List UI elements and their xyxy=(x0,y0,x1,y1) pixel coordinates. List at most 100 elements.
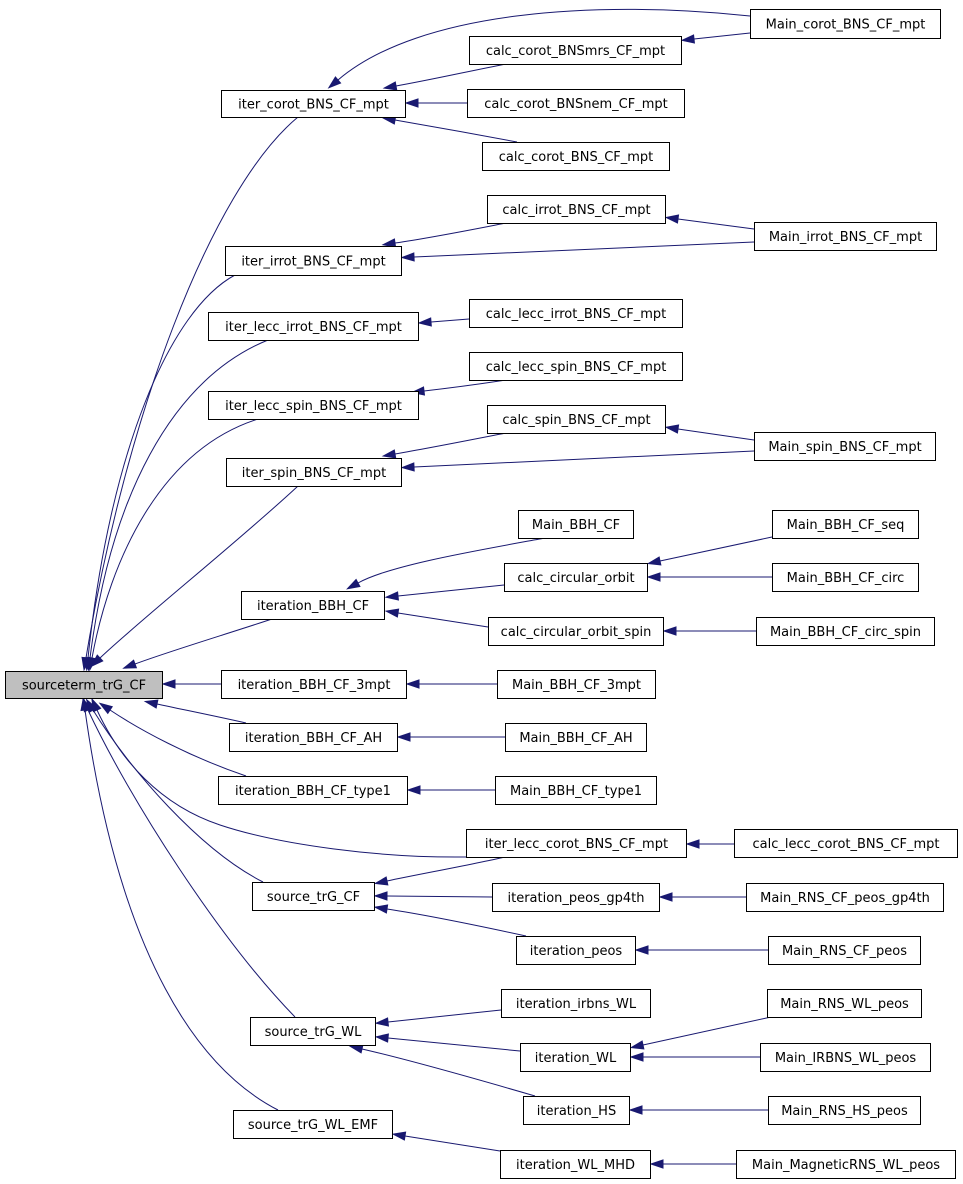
arrowhead xyxy=(417,317,432,327)
node-iteration-peos[interactable]: iteration_peos xyxy=(516,936,636,965)
node-calc-lecc-irrot-bns-cf-mpt[interactable]: calc_lecc_irrot_BNS_CF_mpt xyxy=(469,299,683,328)
node-main-bbh-cf-3mpt[interactable]: Main_BBH_CF_3mpt xyxy=(497,670,656,699)
edge-calc-corot-bnsnem-cf-mpt-to-iter-corot-bns-cf-mpt xyxy=(404,98,467,108)
node-sourceterm-trg-cf[interactable]: sourceterm_trG_CF xyxy=(5,671,163,699)
arrowhead xyxy=(685,839,700,849)
node-calc-lecc-spin-bns-cf-mpt[interactable]: calc_lecc_spin_BNS_CF_mpt xyxy=(469,352,683,381)
edge-line xyxy=(394,222,507,244)
node-iter-corot-bns-cf-mpt[interactable]: iter_corot_BNS_CF_mpt xyxy=(221,90,406,118)
node-main-rns-hs-peos[interactable]: Main_RNS_HS_peos xyxy=(768,1096,921,1125)
node-iteration-bbh-cf-type1[interactable]: iteration_BBH_CF_type1 xyxy=(218,776,408,805)
node-label: calc_circular_orbit xyxy=(517,571,634,586)
edge-calc-circular-orbit-spin-to-iteration-bbh-cf xyxy=(384,608,489,628)
edge-main-rns-hs-peos-to-iteration-hs xyxy=(628,1105,768,1115)
node-iteration-bbh-cf-3mpt[interactable]: iteration_BBH_CF_3mpt xyxy=(221,670,407,699)
node-main-bbh-cf[interactable]: Main_BBH_CF xyxy=(518,510,634,539)
node-label: calc_circular_orbit_spin xyxy=(501,625,652,640)
node-label: iter_corot_BNS_CF_mpt xyxy=(238,98,389,113)
node-calc-corot-bnsmrs-cf-mpt[interactable]: calc_corot_BNSmrs_CF_mpt xyxy=(469,36,682,65)
node-iter-lecc-spin-bns-cf-mpt[interactable]: iter_lecc_spin_BNS_CF_mpt xyxy=(208,391,419,420)
node-iter-lecc-corot-bns-cf-mpt[interactable]: iter_lecc_corot_BNS_CF_mpt xyxy=(466,829,687,858)
node-main-irrot-bns-cf-mpt[interactable]: Main_irrot_BNS_CF_mpt xyxy=(754,222,937,251)
edge-calc-lecc-spin-bns-cf-mpt-to-iter-lecc-spin-bns-cf-mpt xyxy=(410,379,507,396)
node-main-rns-cf-peos-gp4th[interactable]: Main_RNS_CF_peos_gp4th xyxy=(746,883,944,912)
node-iteration-irbns-wl[interactable]: iteration_irbns_WL xyxy=(501,989,651,1018)
node-main-rns-cf-peos[interactable]: Main_RNS_CF_peos xyxy=(768,936,921,965)
node-box xyxy=(497,670,656,699)
node-main-corot-bns-cf-mpt[interactable]: Main_corot_BNS_CF_mpt xyxy=(750,9,941,39)
edge-main-bbh-cf-3mpt-to-iteration-bbh-cf-3mpt xyxy=(405,679,497,689)
edge-main-corot-bns-cf-mpt-to-calc-corot-bnsmrs-cf-mpt xyxy=(680,32,751,44)
node-iteration-peos-gp4th[interactable]: iteration_peos_gp4th xyxy=(492,883,660,912)
node-main-bbh-cf-circ-spin[interactable]: Main_BBH_CF_circ_spin xyxy=(756,617,935,646)
node-iter-irrot-bns-cf-mpt[interactable]: iter_irrot_BNS_CF_mpt xyxy=(225,246,402,276)
arrowhead xyxy=(374,1033,389,1043)
edge-line xyxy=(394,119,518,143)
node-box xyxy=(772,510,919,539)
node-label: iteration_BBH_CF_type1 xyxy=(235,784,391,799)
node-iter-spin-bns-cf-mpt[interactable]: iter_spin_BNS_CF_mpt xyxy=(226,458,402,487)
arrowhead xyxy=(646,556,662,566)
node-source-trg-wl[interactable]: source_trG_WL xyxy=(250,1017,376,1046)
node-box xyxy=(469,36,682,65)
node-label: Main_BBH_CF_type1 xyxy=(510,784,642,799)
node-box xyxy=(233,1110,393,1139)
node-iteration-wl-mhd[interactable]: iteration_WL_MHD xyxy=(500,1150,651,1179)
node-main-bbh-cf-circ[interactable]: Main_BBH_CF_circ xyxy=(772,563,919,592)
node-label: iteration_WL xyxy=(535,1051,617,1066)
edge-calc-corot-bns-cf-mpt-to-iter-corot-bns-cf-mpt xyxy=(381,115,518,143)
node-label: calc_corot_BNSnem_CF_mpt xyxy=(484,97,667,112)
node-main-spin-bns-cf-mpt[interactable]: Main_spin_BNS_CF_mpt xyxy=(754,432,936,461)
node-main-bbh-cf-seq[interactable]: Main_BBH_CF_seq xyxy=(772,510,919,539)
arrowhead xyxy=(664,214,680,224)
edge-line xyxy=(87,274,236,659)
node-box xyxy=(520,1043,631,1072)
node-iteration-wl[interactable]: iteration_WL xyxy=(520,1043,631,1072)
edge-line xyxy=(413,450,755,468)
node-calc-corot-bns-cf-mpt[interactable]: calc_corot_BNS_CF_mpt xyxy=(482,142,670,171)
node-iter-lecc-irrot-bns-cf-mpt[interactable]: iter_lecc_irrot_BNS_CF_mpt xyxy=(208,312,419,341)
node-box xyxy=(221,90,406,118)
node-label: iter_lecc_spin_BNS_CF_mpt xyxy=(225,399,402,414)
node-box xyxy=(487,405,666,434)
edge-line xyxy=(134,618,273,665)
node-calc-spin-bns-cf-mpt[interactable]: calc_spin_BNS_CF_mpt xyxy=(487,405,666,434)
node-box xyxy=(252,882,375,911)
node-box xyxy=(488,617,664,646)
node-label: Main_RNS_CF_peos_gp4th xyxy=(760,891,930,906)
node-calc-irrot-bns-cf-mpt[interactable]: calc_irrot_BNS_CF_mpt xyxy=(487,195,666,224)
node-main-bbh-cf-type1[interactable]: Main_BBH_CF_type1 xyxy=(495,776,657,805)
node-main-bbh-cf-ah[interactable]: Main_BBH_CF_AH xyxy=(505,723,647,752)
edge-main-bbh-cf-ah-to-iteration-bbh-cf-ah xyxy=(396,732,505,742)
node-label: Main_RNS_WL_peos xyxy=(780,997,909,1012)
node-box xyxy=(469,352,683,381)
edge-line xyxy=(387,1037,521,1052)
arrowhead xyxy=(122,659,138,669)
edge-line xyxy=(156,703,247,724)
node-main-magneticrns-wl-peos[interactable]: Main_MagneticRNS_WL_peos xyxy=(736,1150,956,1179)
node-main-rns-wl-peos[interactable]: Main_RNS_WL_peos xyxy=(767,989,922,1018)
node-source-trg-wl-emf[interactable]: source_trG_WL_EMF xyxy=(233,1110,393,1139)
node-calc-circular-orbit[interactable]: calc_circular_orbit xyxy=(504,563,648,592)
edge-line xyxy=(386,856,506,882)
node-iteration-bbh-cf-ah[interactable]: iteration_BBH_CF_AH xyxy=(229,723,398,752)
edge-iter-lecc-corot-bns-cf-mpt-to-source-trg-cf xyxy=(373,856,506,886)
node-calc-corot-bnsnem-cf-mpt[interactable]: calc_corot_BNSnem_CF_mpt xyxy=(467,89,685,118)
node-label: Main_irrot_BNS_CF_mpt xyxy=(769,230,922,245)
edge-iteration-wl-mhd-to-source-trg-wl-emf xyxy=(391,1131,501,1152)
arrowhead xyxy=(680,34,695,44)
arrowhead xyxy=(384,591,399,601)
node-calc-lecc-corot-bns-cf-mpt[interactable]: calc_lecc_corot_BNS_CF_mpt xyxy=(734,829,958,858)
node-box xyxy=(767,989,922,1018)
edge-line xyxy=(404,1135,501,1152)
node-calc-circular-orbit-spin[interactable]: calc_circular_orbit_spin xyxy=(488,617,664,646)
edge-line xyxy=(397,584,505,597)
node-iteration-hs[interactable]: iteration_HS xyxy=(523,1096,630,1125)
node-box xyxy=(734,829,958,858)
edge-iteration-peos-to-source-trg-cf xyxy=(373,904,527,937)
node-main-irbns-wl-peos[interactable]: Main_IRBNS_WL_peos xyxy=(760,1043,931,1072)
node-source-trg-cf[interactable]: source_trG_CF xyxy=(252,882,375,911)
node-iteration-bbh-cf[interactable]: iteration_BBH_CF xyxy=(241,591,385,620)
node-box xyxy=(518,510,634,539)
